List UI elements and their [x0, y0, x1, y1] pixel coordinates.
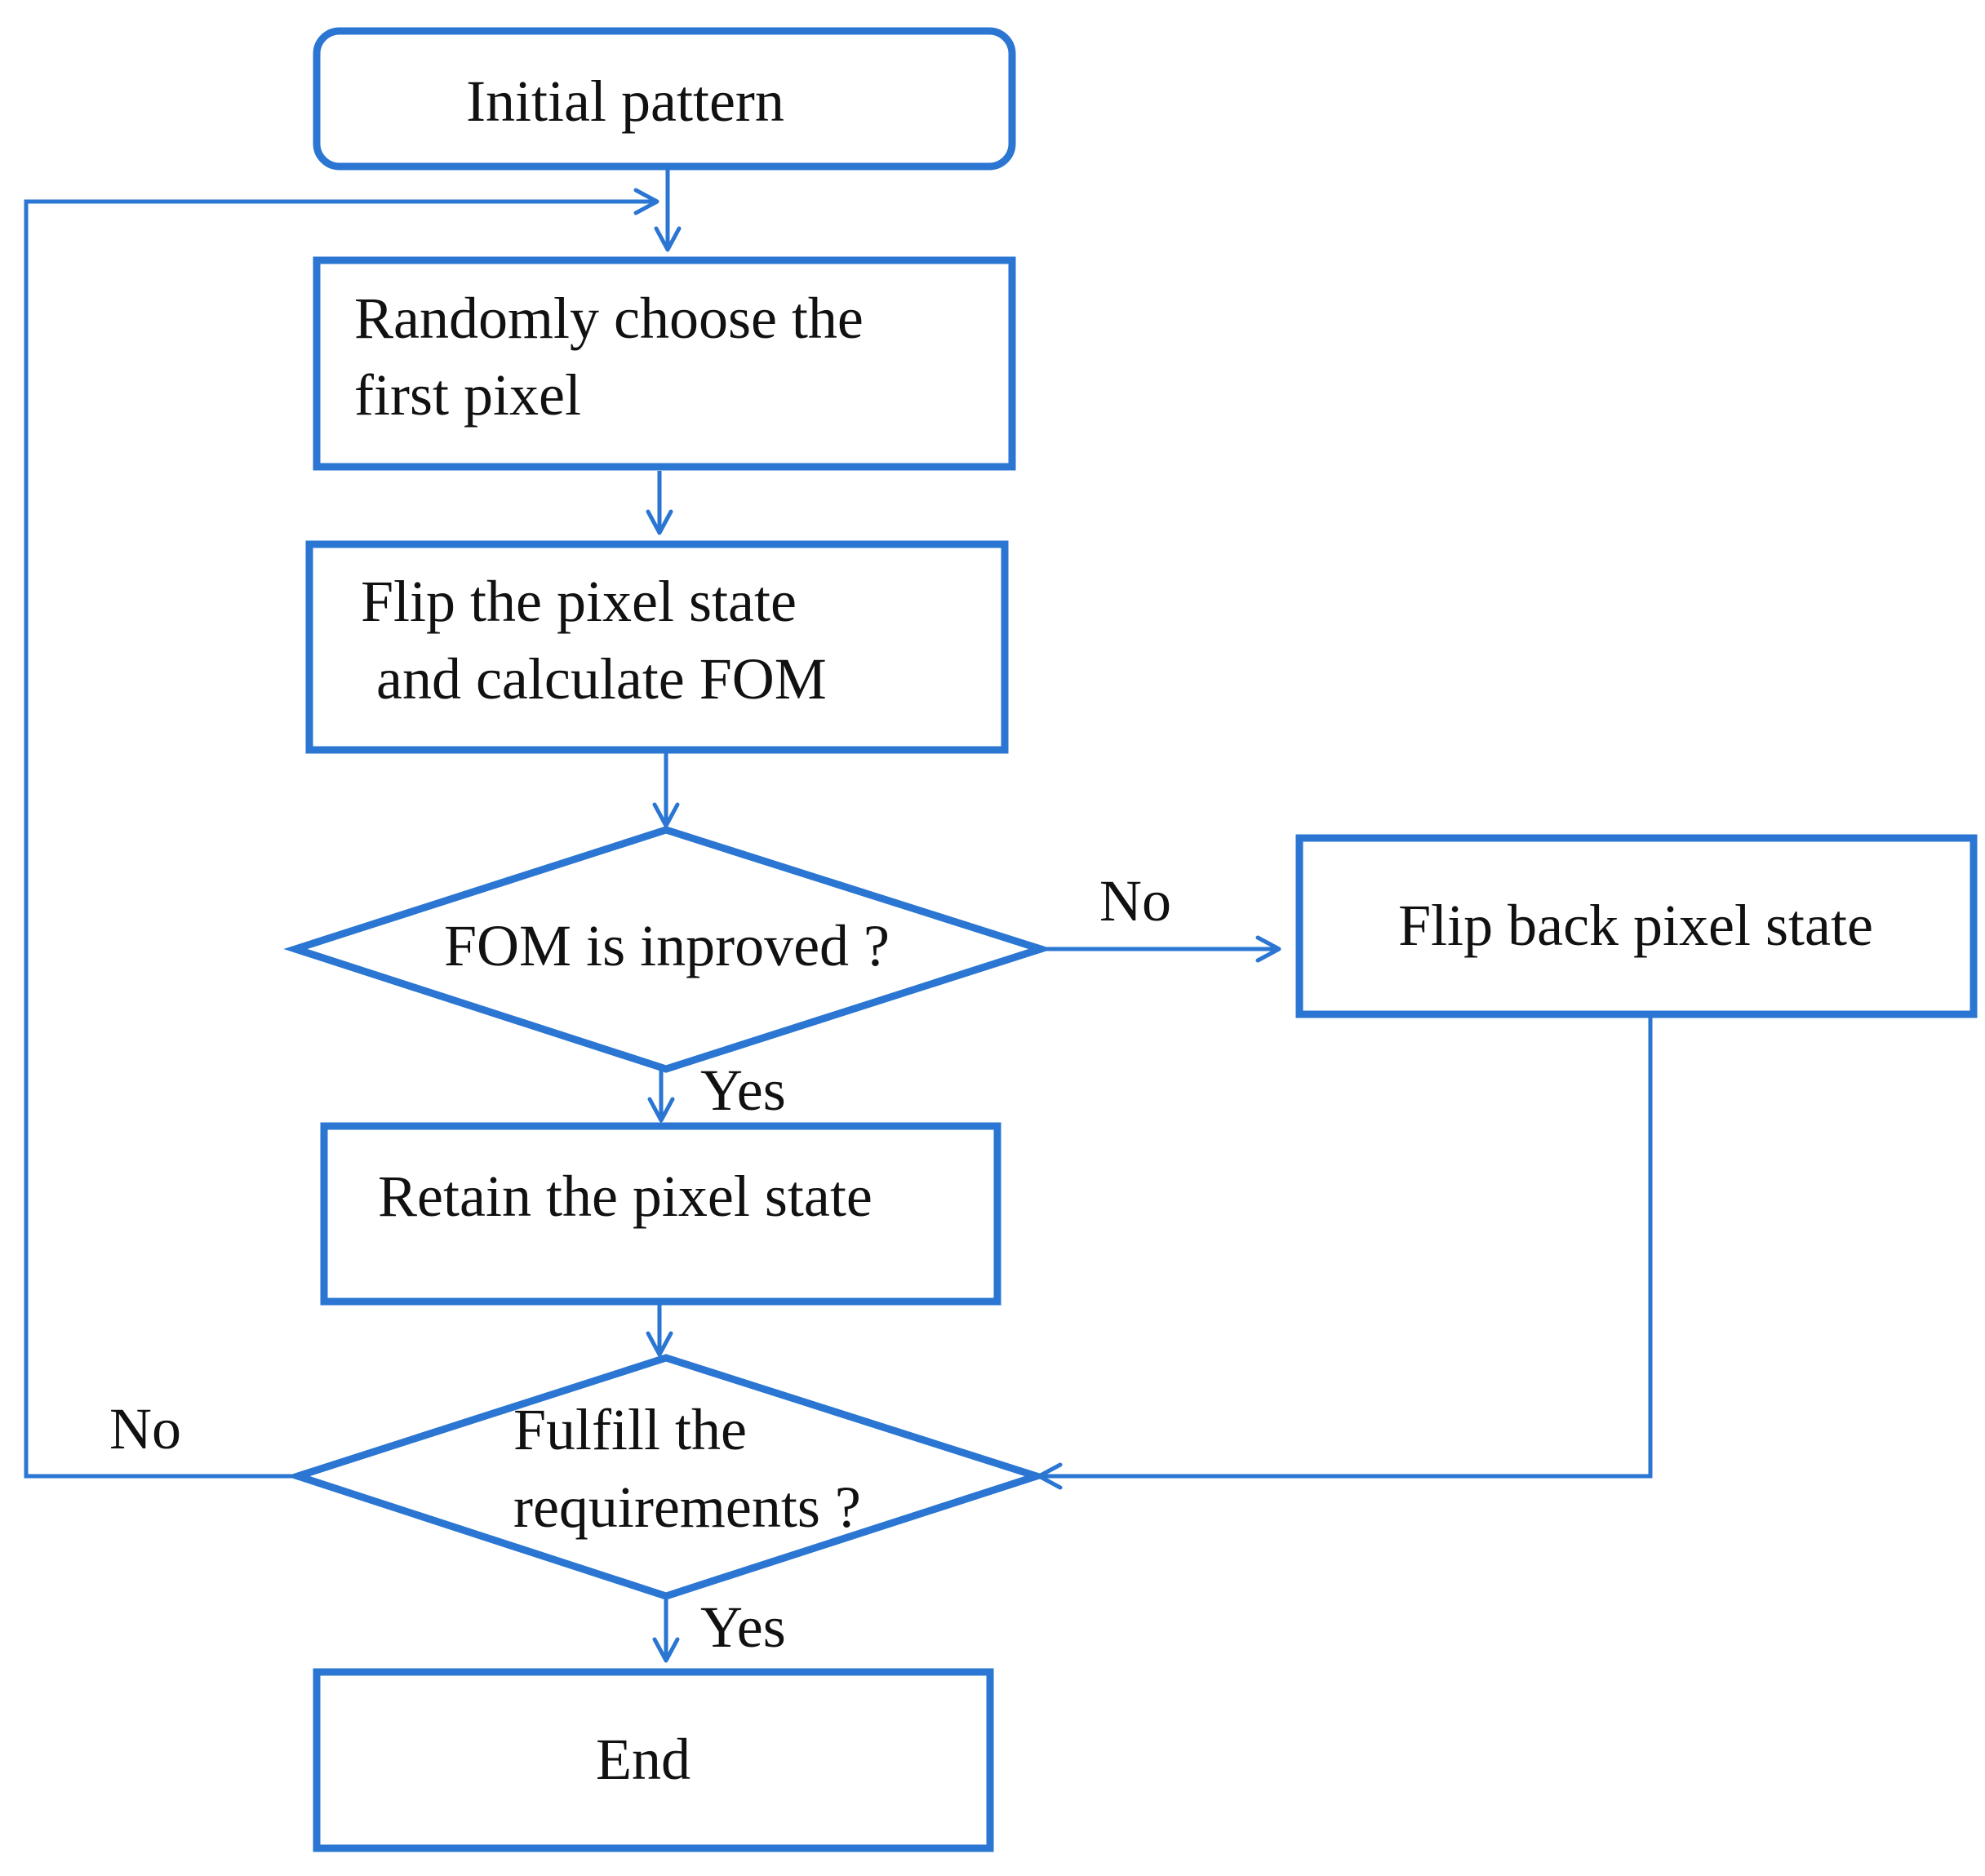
decision2-no-label: No	[109, 1396, 181, 1461]
node-retain: Retain the pixel state	[320, 1122, 1001, 1306]
initial-pattern-box	[313, 27, 1016, 171]
decision-fom-diamond	[283, 826, 1053, 1073]
decision-requirements-diamond	[286, 1354, 1049, 1600]
randomly-choose-label-line1: Randomly choose the	[354, 286, 864, 351]
node-initial-pattern: Initial pattern	[313, 27, 1016, 171]
node-flip-back: Flip back pixel state	[1295, 834, 1978, 1018]
end-box	[313, 1668, 994, 1852]
decision-requirements-label-line1: Fulfill the	[513, 1397, 747, 1462]
node-decision-requirements: Fulfill the requirements ?	[286, 1354, 1049, 1600]
node-decision-fom: FOM is inproved ?	[283, 826, 1053, 1073]
randomly-choose-box	[313, 256, 1016, 471]
retain-label: Retain the pixel state	[378, 1164, 873, 1229]
flip-back-label: Flip back pixel state	[1398, 893, 1873, 958]
end-label: End	[596, 1727, 691, 1792]
node-flip-pixel: Flip the pixel state and calculate FOM	[305, 540, 1009, 754]
initial-pattern-label: Initial pattern	[466, 69, 784, 134]
flip-back-box	[1295, 834, 1978, 1018]
randomly-choose-label-line2: first pixel	[354, 362, 581, 428]
arrow-decision2-no-loop-back	[24, 188, 659, 1479]
edge-labels: No Yes No Yes	[109, 868, 1171, 1660]
decision1-no-label: No	[1099, 868, 1171, 934]
retain-box	[320, 1122, 1001, 1306]
decision-requirements-label-line2: requirements ?	[513, 1475, 861, 1540]
flip-pixel-label-line1: Flip the pixel state	[361, 569, 797, 634]
node-randomly-choose: Randomly choose the first pixel	[313, 256, 1016, 471]
decision-fom-label: FOM is inproved ?	[444, 913, 890, 978]
flip-pixel-label-line2: and calculate FOM	[376, 646, 827, 712]
decision2-yes-label: Yes	[700, 1594, 786, 1660]
decision1-yes-label: Yes	[700, 1058, 786, 1123]
connectors	[24, 168, 1653, 1663]
arrow-flip-back-to-decision2	[1037, 1018, 1653, 1490]
node-end: End	[313, 1668, 994, 1852]
flip-pixel-box	[305, 540, 1009, 754]
